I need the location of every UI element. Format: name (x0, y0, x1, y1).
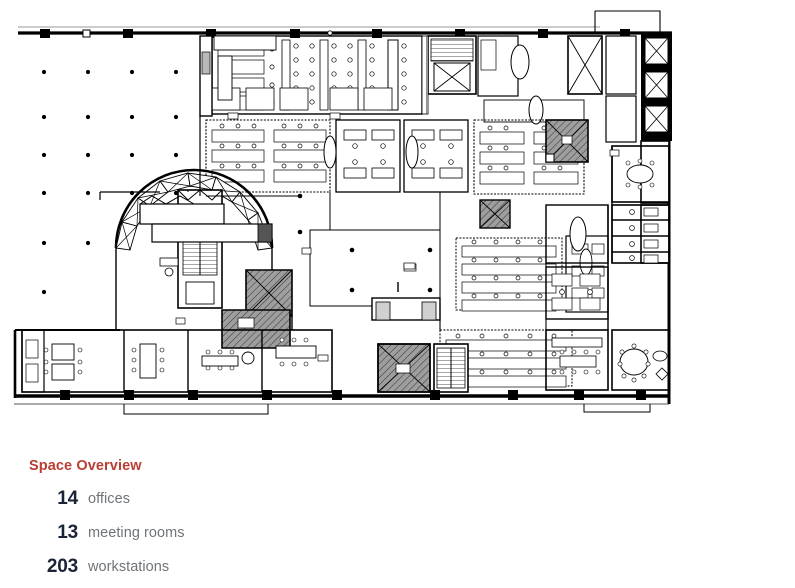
north-exterior-wall (18, 10, 672, 38)
overview-row-offices: 14 offices (0, 486, 320, 520)
shaft-north (545, 119, 589, 163)
shaft-lobby-a (245, 269, 293, 317)
overview-row-meeting-rooms: 13 meeting rooms (0, 520, 320, 554)
north-stair-core (427, 35, 637, 143)
workstations-label: workstations (88, 559, 170, 575)
overview-row-workstations: 203 workstations (0, 554, 320, 588)
floor-plan-drawing (13, 10, 672, 415)
south-exterior-wall (14, 390, 669, 415)
south-meeting-strip (21, 329, 333, 393)
meeting-rooms-count: 13 (57, 522, 78, 543)
offices-label: offices (88, 491, 130, 507)
midnorth-workstations (205, 119, 585, 195)
space-overview-panel: Space Overview 14 offices 13 meeting roo… (0, 448, 795, 588)
fixtures (175, 112, 620, 362)
column-grid (41, 69, 433, 295)
offices-count: 14 (57, 488, 78, 509)
space-overview-rows: 14 offices 13 meeting rooms 203 workstat… (0, 486, 320, 588)
northeast-open-office (421, 35, 585, 125)
southeast-workstations (433, 329, 573, 393)
east-workstation-bank (455, 235, 609, 313)
west-exterior-wall (13, 329, 120, 398)
north-workstation-bank (199, 35, 423, 117)
semicircular-lobby (114, 168, 274, 309)
shaft-lobby-b (221, 309, 291, 349)
space-overview-title: Space Overview (29, 458, 142, 474)
central-atrium (309, 229, 441, 321)
shaft-south (377, 343, 431, 393)
meeting-rooms-label: meeting rooms (88, 525, 185, 541)
workstations-count: 203 (46, 556, 78, 577)
floor-plan (13, 10, 672, 415)
corridor-lines (99, 116, 613, 330)
shaft-mid (479, 199, 511, 229)
